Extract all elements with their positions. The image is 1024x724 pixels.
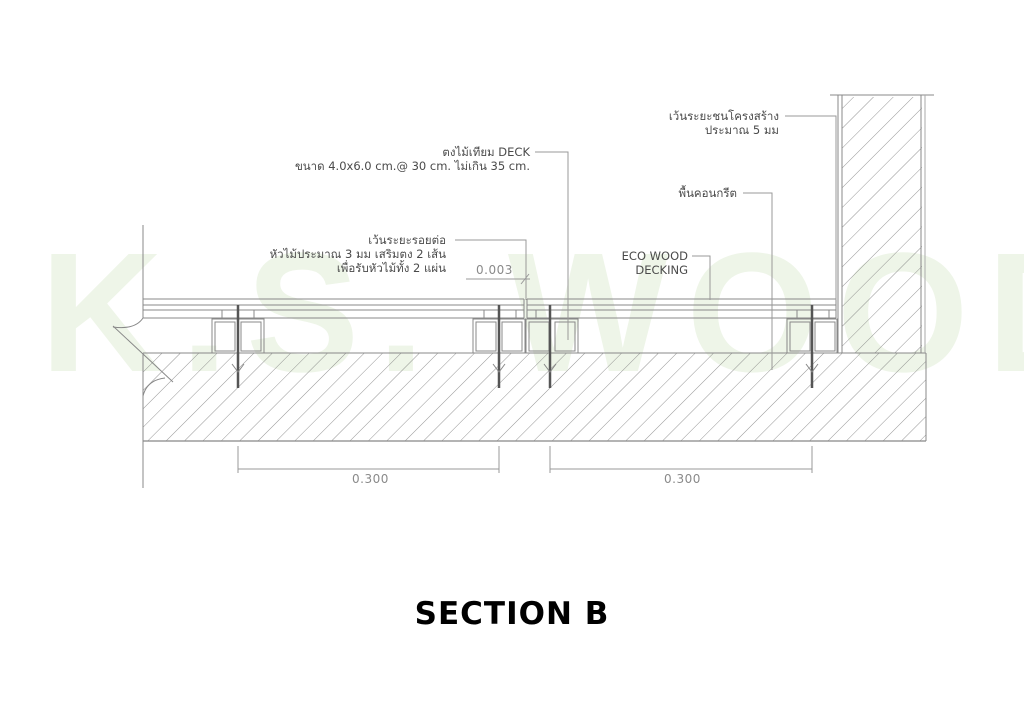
note-line: หัวไม้ประมาณ 3 มม เสริมตง 2 เส้น <box>269 247 446 261</box>
joist-left <box>211 305 265 388</box>
joist-mid-a <box>472 305 526 388</box>
gap-dimension <box>466 273 530 285</box>
note-joint-gap: เว้นระยะรอยต่อ หัวไม้ประมาณ 3 มม เสริมตง… <box>270 233 446 275</box>
note-joist: ตงไม้เทียม DECK ขนาด 4.0x6.0 cm.@ 30 cm.… <box>295 145 530 173</box>
note-line: เว้นระยะรอยต่อ <box>368 233 446 247</box>
dim-span-right-label: 0.300 <box>664 472 701 486</box>
note-line: ECO WOOD <box>621 249 688 263</box>
note-line: พื้นคอนกรีต <box>678 186 737 200</box>
joist-mid-b <box>525 305 579 388</box>
span-dimensions <box>237 446 813 473</box>
note-line: ประมาณ 5 มม <box>704 123 779 137</box>
joist-right <box>786 305 838 388</box>
note-line: เว้นระยะชนโครงสร้าง <box>668 109 779 123</box>
dim-span-left-label: 0.300 <box>352 472 389 486</box>
note-line: ขนาด 4.0x6.0 cm.@ 30 cm. ไม่เกิน 35 cm. <box>294 159 530 173</box>
leader-lines <box>455 115 837 370</box>
dim-gap-label: 0.003 <box>476 263 513 277</box>
note-line: DECKING <box>635 263 688 277</box>
note-concrete: พื้นคอนกรีต <box>678 186 737 200</box>
note-line: เพื่อรับหัวไม้ทั้ง 2 แผ่น <box>336 261 446 275</box>
concrete-slab <box>142 352 927 442</box>
note-line: ตงไม้เทียม DECK <box>442 145 530 159</box>
concrete-wall <box>830 94 934 353</box>
note-wall-gap: เว้นระยะชนโครงสร้าง ประมาณ 5 มม <box>669 109 779 137</box>
break-line <box>112 225 174 488</box>
note-decking: ECO WOOD DECKING <box>622 249 688 277</box>
decking-boards <box>143 298 837 319</box>
drawing-title: SECTION B <box>414 596 610 632</box>
